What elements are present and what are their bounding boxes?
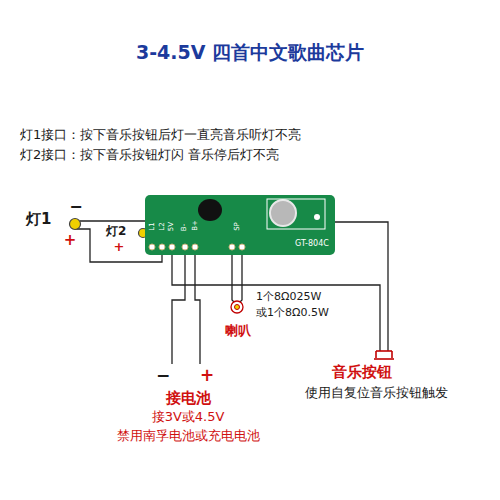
polarity-mark: − (69, 198, 82, 216)
lamp1-wire (80, 220, 148, 221)
solder-pad (149, 244, 155, 250)
solder-pad (169, 244, 175, 250)
pin-label: SP (233, 222, 240, 231)
button-wire (172, 250, 380, 351)
solder-pad (229, 244, 235, 250)
title: 3-4.5V 四首中文歌曲芯片 (136, 42, 364, 64)
pin-label: L2 (158, 223, 165, 231)
speaker-wire (232, 250, 235, 303)
polarity-mark: + (200, 366, 214, 386)
board-label: GT-804C (295, 240, 329, 248)
note-text: 灯1接口：按下音乐按钮后灯一直亮音乐听灯不亮 (20, 128, 301, 143)
polarity-mark: − (156, 366, 170, 386)
pin-label: 5V (169, 222, 176, 231)
pcb-board: L1L2 5V B-B+ SP GT-804C (145, 195, 335, 255)
button-symbol (374, 351, 394, 359)
spec-note: 1个8Ω025W (256, 291, 321, 304)
battery-wire (195, 250, 200, 364)
battery-note: 禁用南孚电池或充电电池 (117, 429, 260, 444)
silkscreen-outline (267, 199, 325, 229)
polarity-mark: + (114, 240, 125, 255)
battery-wire (172, 250, 185, 364)
polarity-mark: + (64, 232, 77, 249)
pin-label: L1 (148, 223, 155, 231)
solder-pad (182, 244, 188, 250)
note-text: 灯2接口：按下音乐按钮灯闪 音乐停后灯不亮 (20, 148, 279, 163)
lamp-label: 灯2 (106, 225, 126, 239)
solder-pad (192, 244, 198, 250)
speaker-symbol (231, 301, 243, 313)
mount-hole (314, 214, 320, 220)
spec-note: 或1个8Ω0.5W (256, 307, 329, 320)
pin-label: B+ (191, 220, 198, 231)
speaker-label: 喇叭 (225, 324, 251, 339)
speaker-wire (239, 250, 242, 303)
battery-label: 接电池 (166, 390, 211, 407)
button-label: 音乐按钮 (332, 364, 392, 381)
speaker-symbol (235, 305, 240, 310)
lamp-label: 灯1 (26, 211, 51, 228)
chip-blob (198, 199, 222, 221)
pin-label: B- (181, 224, 188, 231)
battery-note: 接3V或4.5V (152, 410, 225, 425)
solder-pad (159, 244, 165, 250)
button-note: 使用自复位音乐按钮触发 (305, 386, 448, 401)
sensor-pad (270, 200, 296, 226)
solder-pad (239, 244, 245, 250)
lamp-symbol (70, 219, 81, 230)
